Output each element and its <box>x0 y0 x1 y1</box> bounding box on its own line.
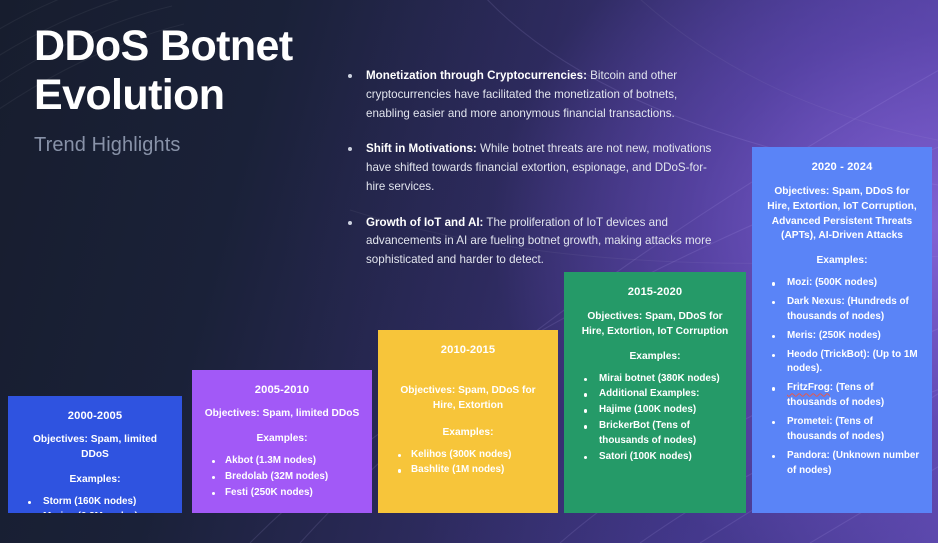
highlight-lead: Shift in Motivations: <box>366 142 477 156</box>
highlight-lead: Monetization through Cryptocurrencies: <box>366 69 587 82</box>
list-item: Satori (100K nodes) <box>575 450 735 465</box>
page-subtitle: Trend Highlights <box>34 134 181 157</box>
bar-objectives-text: Objectives: Spam, limited DDoS <box>33 434 157 460</box>
list-item: Mirai botnet (380K nodes) <box>575 372 735 387</box>
list-item: Festi (250K nodes) <box>203 486 361 501</box>
list-item: Heodo (TrickBot): (Up to 1M nodes). <box>763 348 921 378</box>
highlight-item: Growth of IoT and AI: The proliferation … <box>348 214 720 270</box>
bullet-icon <box>348 220 352 225</box>
highlight-text: Growth of IoT and AI: The proliferation … <box>366 214 720 270</box>
highlight-item: Shift in Motivations: While botnet threa… <box>348 140 720 196</box>
list-item: Bashlite (1M nodes) <box>389 463 547 478</box>
list-item: Meris: (250K nodes) <box>763 329 921 344</box>
bar-examples-list: Mozi: (500K nodes) Dark Nexus: (Hundreds … <box>763 276 921 478</box>
misspelled-term: FritzFrog <box>787 382 830 394</box>
bar-examples-list: Storm (160K nodes)Marina (6.2M nodes) <box>19 495 171 513</box>
list-item: Bredolab (32M nodes) <box>203 470 361 485</box>
bullet-icon <box>348 74 352 78</box>
bar-objectives-text: Objectives: Spam, DDoS for Hire, Extorti… <box>400 385 536 411</box>
bar-examples-label: Examples: <box>816 255 868 267</box>
bar-objectives-text: Objectives: Spam, DDoS for Hire, Extorti… <box>581 311 729 337</box>
highlight-body: While botnet threats are not new, motiva… <box>366 142 712 193</box>
list-item: FritzFrog: (Tens of thousands of nodes) <box>763 381 921 411</box>
highlight-body: The proliferation of IoT devices and adv… <box>366 215 712 267</box>
bar-examples-label: Examples: <box>629 350 681 362</box>
bar-examples-list: Mirai botnet (380K nodes)Additional Exam… <box>575 372 735 465</box>
highlight-text: Shift in Motivations: While botnet threa… <box>366 140 720 196</box>
highlight-item: Monetization through Cryptocurrencies: B… <box>348 67 720 123</box>
list-item: Marina (6.2M nodes) <box>19 510 171 513</box>
list-item: Storm (160K nodes) <box>19 495 171 510</box>
bar-objectives-text: Objectives: Spam, limited DDoS <box>204 408 360 419</box>
page-title: DDoS Botnet Evolution <box>34 22 293 120</box>
list-item: Akbot (1.3M nodes) <box>203 454 361 469</box>
highlight-body: Bitcoin and other cryptocurrencies have … <box>366 69 678 120</box>
bar-period-label: 2015-2020 <box>627 286 683 298</box>
list-item: Kelihos (300K nodes) <box>389 448 547 463</box>
trend-highlights-list: Monetization through Cryptocurrencies: B… <box>348 67 720 270</box>
bar-examples-list: Kelihos (300K nodes)Bashlite (1M nodes) <box>389 448 547 479</box>
highlight-text: Monetization through Cryptocurrencies: B… <box>366 67 720 123</box>
bar-period-label: 2000-2005 <box>67 410 123 422</box>
bar-examples-label: Examples: <box>442 426 494 438</box>
bar-examples-list: Akbot (1.3M nodes)Bredolab (32M nodes)Fe… <box>203 454 361 501</box>
bar-period-label: 2020 - 2024 <box>811 161 873 173</box>
highlight-lead: Growth of IoT and AI: <box>366 215 484 229</box>
list-item: Mozi: (500K nodes) <box>763 276 921 291</box>
bar-objectives-text: Objectives: Spam, DDoS for Hire, Extorti… <box>767 186 917 242</box>
bullet-icon <box>348 147 352 152</box>
bar-period-label: 2005-2010 <box>254 384 310 396</box>
bar-examples-label: Examples: <box>256 432 308 444</box>
list-item: Prometei: (Tens of thousands of nodes) <box>763 415 921 445</box>
list-item: Additional Examples: <box>575 387 735 402</box>
list-item: Pandora: (Unknown number of nodes) <box>763 449 921 479</box>
list-item: BrickerBot (Tens of thousands of nodes) <box>575 419 735 449</box>
header-block: DDoS Botnet Evolution Trend Highlights <box>34 22 364 157</box>
list-item: Hajime (100K nodes) <box>575 403 735 418</box>
list-item: Dark Nexus: (Hundreds of thousands of no… <box>763 295 921 325</box>
bar-period-label: 2010-2015 <box>440 344 496 356</box>
bar-examples-label: Examples: <box>69 473 121 485</box>
